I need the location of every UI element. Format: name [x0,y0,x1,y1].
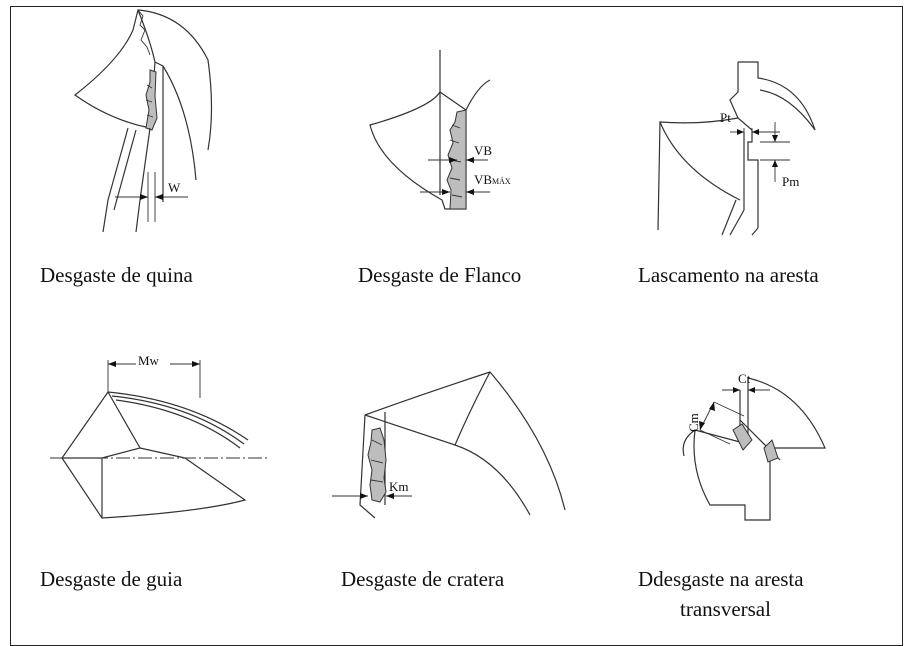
label-vbmax: VB [474,172,492,187]
caption-crater-wear: Desgaste de cratera [341,567,505,591]
label-ct: Ct [738,371,751,386]
panel-edge-chipping: Pt Pm Lascamento na aresta [0,0,917,300]
caption-flank-wear: Desgaste de Flanco [358,263,522,287]
panel-corner-wear: W Desgaste de quina [0,0,300,300]
caption-corner-wear: Desgaste de quina [40,263,193,287]
panel-flank-wear: VB VB MÁX Desgaste de Flanco [0,0,917,300]
label-w: W [168,180,181,195]
caption-chisel-edge-wear-line1: Ddesgaste na aresta [638,567,804,591]
label-km: Km [389,479,409,494]
label-pm: Pm [782,174,799,189]
label-vbmax-sub: MÁX [492,176,511,186]
label-mw: Mw [138,353,160,368]
flank-wear-drawing: VB VB MÁX [369,50,511,210]
label-cm: Cm [686,413,701,432]
caption-margin-wear: Desgaste de guia [40,567,183,591]
edge-chipping-drawing: Pt Pm [657,61,816,236]
caption-chisel-edge-wear-line2: transversal [680,597,771,621]
corner-wear-drawing: W [73,9,213,233]
label-pt: Pt [720,110,731,125]
caption-edge-chipping: Lascamento na aresta [638,263,819,287]
label-vb: VB [474,143,492,158]
